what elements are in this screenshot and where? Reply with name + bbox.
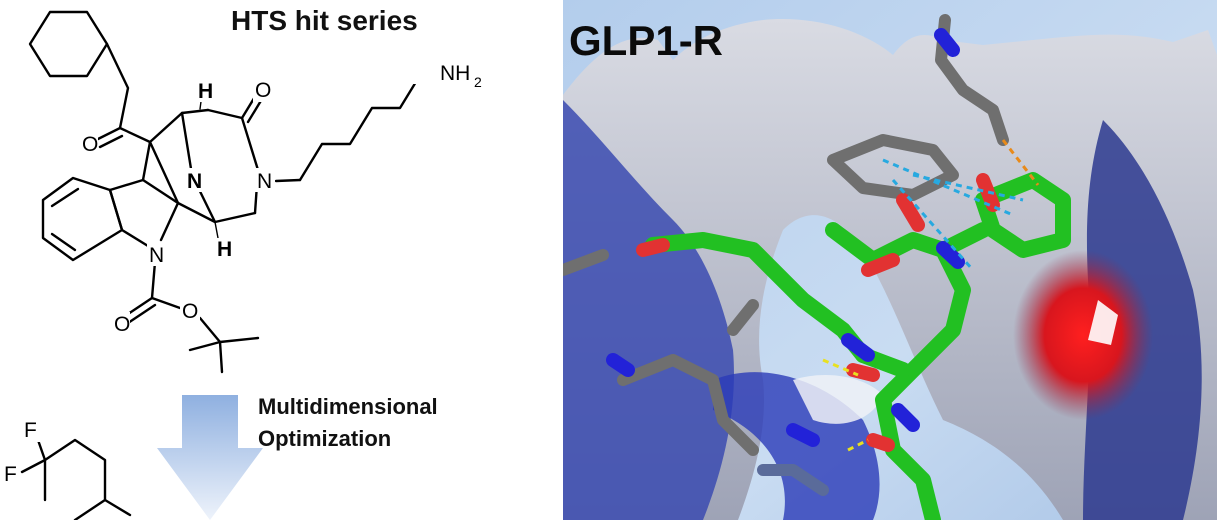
surface-white-patch <box>793 375 883 424</box>
interaction-lines <box>822 139 1040 452</box>
label-multidimensional: Multidimensional <box>258 394 438 419</box>
atom-n-indole: N <box>149 244 164 267</box>
surface-highlight <box>1088 300 1118 345</box>
atom-o-ester: O <box>182 300 198 323</box>
title-hts-hit-series: HTS hit series <box>231 5 418 36</box>
atom-f-1: F <box>24 419 37 442</box>
atom-f-2: F <box>4 463 17 486</box>
down-arrow-icon <box>157 395 263 520</box>
atom-n-lactam: N <box>257 170 272 193</box>
atom-n-bridge: N <box>187 170 202 193</box>
surface-blue-left <box>563 100 734 520</box>
chemical-structure-panel: HTS hit series <box>0 0 560 522</box>
structure-drawing: HTS hit series <box>2 5 482 522</box>
label-optimization: Optimization <box>258 426 391 451</box>
indole-benzene-ring <box>41 176 124 262</box>
cyclohexyl-ring <box>28 10 109 78</box>
atom-o-ketone: O <box>82 133 98 156</box>
atom-h-bottom: H <box>217 238 232 261</box>
atom-o-carbonyl: O <box>114 313 130 336</box>
atom-o-lactam: O <box>255 79 271 102</box>
hetero-atoms <box>606 28 1000 452</box>
atom-h-top: H <box>198 80 213 103</box>
docking-image: GLP1-R <box>563 0 1217 520</box>
atom-nh2: NH <box>440 62 470 85</box>
atom-nh2-subscript: 2 <box>474 74 482 90</box>
atom-labels: NH 2 O O H N N N H O O F F <box>2 56 482 486</box>
label-glp1-r: GLP1-R <box>569 17 723 64</box>
surface-red-patch <box>1013 250 1153 420</box>
binding-pocket-render: GLP1-R <box>563 0 1217 520</box>
